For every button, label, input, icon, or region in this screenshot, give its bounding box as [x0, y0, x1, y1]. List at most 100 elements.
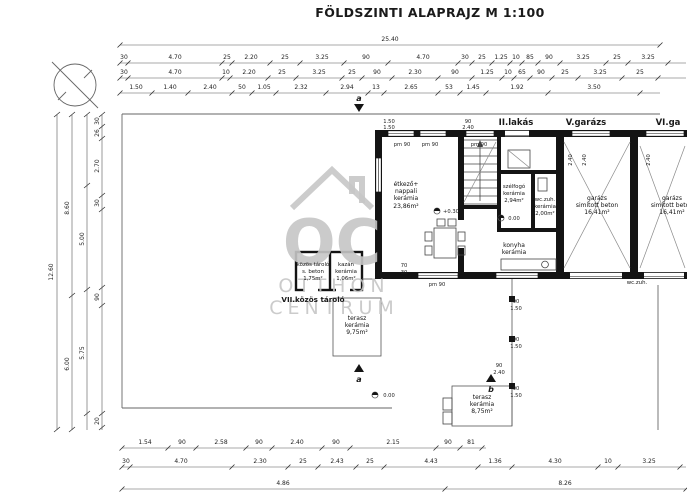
opening-dim: 70 [401, 263, 408, 269]
dim-label: 90 [255, 439, 263, 446]
room-label-line: kazán [338, 261, 354, 268]
dim-label: 25 [561, 69, 569, 76]
room-label-terrace1: terasz kerámia 9,75m² [345, 315, 370, 336]
level-mark-zero-entry: 0.00 [497, 214, 520, 222]
dim-label: 2.43 [330, 458, 344, 465]
dim-label: 1.50 [129, 84, 143, 91]
dim-label: 3.25 [315, 54, 329, 61]
dim-label: 6.00 [64, 357, 71, 371]
room-label-line: közös tároló [297, 261, 330, 268]
section-marker-a-bottom: a [354, 364, 364, 384]
opening-dim: 1.50 [510, 344, 522, 350]
storage-rooms [294, 250, 375, 292]
room-label-garage6: garázs simított beton 16,41m² [651, 195, 687, 216]
dim-label: 25 [636, 69, 644, 76]
dim-label: 4.70 [168, 69, 182, 76]
dim-label: 20 [94, 417, 101, 425]
level-value: +0.30 [443, 209, 459, 215]
room-label-line: s. beton [302, 269, 324, 275]
dim-ticks [117, 90, 643, 96]
dim-label: 12.60 [48, 263, 55, 280]
boiler-door [336, 288, 350, 292]
dim-label: 30 [122, 458, 130, 465]
section-letter: a [356, 375, 361, 384]
dim-label: 1.05 [257, 84, 271, 91]
entry-door [505, 130, 529, 137]
opening-dim: 90 [513, 299, 520, 305]
dim-label: 1.25 [480, 69, 494, 76]
garage-door-6 [644, 272, 684, 279]
watermark-otthon: OTTHON [278, 275, 389, 297]
dim-label: 90 [373, 69, 381, 76]
dim-label: 4.70 [174, 458, 188, 465]
room-label-line: 2,94m² [504, 197, 523, 204]
dim-label: 2.65 [404, 84, 418, 91]
dim-label: 1.40 [163, 84, 177, 91]
room-label-line: 16,41m² [584, 209, 610, 216]
room-label-line: 1,06m² [336, 275, 355, 282]
dim-label: 2.58 [214, 439, 228, 446]
room-label-garage5: garázs simított beton 16,41m² [576, 195, 618, 216]
dim-label: 90 [94, 293, 101, 301]
opening-dim: 2.40 [462, 125, 474, 131]
dim-label: 4.86 [276, 480, 290, 487]
terrace-1 [332, 297, 382, 357]
furniture [424, 149, 557, 271]
interior-door [458, 220, 464, 248]
room-label-boiler: kazán kerámia 1,06m² [335, 261, 357, 282]
opening-dim: 2.40 [493, 370, 505, 376]
dim-label: 5.00 [79, 232, 86, 246]
dim-label: 3.25 [576, 54, 590, 61]
dim-label: 90 [178, 439, 186, 446]
room-label-line: kerámia [345, 322, 370, 329]
dim-label: 90 [362, 54, 370, 61]
dim-label: 81 [467, 439, 475, 446]
dim-chain-left-1: 12.60 [48, 111, 61, 433]
room-label-line: szélfogó [503, 183, 525, 190]
stairs [463, 139, 497, 205]
opening-dim: 90 [465, 119, 472, 125]
dim-label: 2.20 [244, 54, 258, 61]
dim-label: 90 [451, 69, 459, 76]
dim-label: 10 [222, 69, 230, 76]
room-label-line: kerámia [534, 203, 556, 210]
opening-dim: 30 [401, 270, 408, 276]
room-label-line: kerámia [470, 401, 495, 408]
compass-icon [51, 61, 99, 109]
room-label-line: 2,00m² [535, 210, 554, 217]
room-label-line: nappali [395, 188, 417, 195]
dim-label: 10 [504, 69, 512, 76]
dim-label: 1.45 [466, 84, 480, 91]
room-label-line: 23,86m² [393, 203, 419, 210]
dim-label: 3.25 [593, 69, 607, 76]
dim-label: 5.75 [79, 346, 86, 360]
site-boundary [121, 113, 660, 430]
watermark-centrum: CENTRUM [269, 297, 399, 319]
dim-label: 13 [372, 84, 380, 91]
dim-chain-left-4: 30 26 2.70 30 90 20 [94, 111, 106, 431]
dim-label: 2.40 [290, 439, 304, 446]
dim-ticks [119, 486, 687, 492]
dim-label: 25 [478, 54, 486, 61]
opening-dim: 1.50 [383, 119, 395, 125]
parapet-note: pm 90 [471, 142, 488, 148]
room-label-storage: közös tároló s. beton 1,75m² [297, 261, 330, 282]
room-label-line: simított beton [576, 202, 618, 209]
dim-label: 4.70 [168, 54, 182, 61]
windows-and-doors [375, 130, 685, 279]
opening-dim: 1.50 [510, 306, 522, 312]
dim-label: 30 [461, 54, 469, 61]
dim-label: 25 [348, 69, 356, 76]
dim-ticks [117, 75, 661, 81]
room-label-living: étkező+ nappali kerámia 23,86m² [393, 181, 419, 210]
opening-dim: 1.50 [383, 125, 395, 131]
dim-ticks [117, 60, 671, 66]
dim-label: 2.15 [386, 439, 400, 446]
room-label-line: 9,75m² [346, 329, 368, 336]
annotations: pm 90 pm 90 pm 90 pm 90 1.50 1.50 90 2.4… [383, 119, 652, 399]
page-title: FÖLDSZINTI ALAPRAJZ M 1:100 [315, 5, 544, 20]
room-label-line: simított beton [651, 202, 687, 209]
